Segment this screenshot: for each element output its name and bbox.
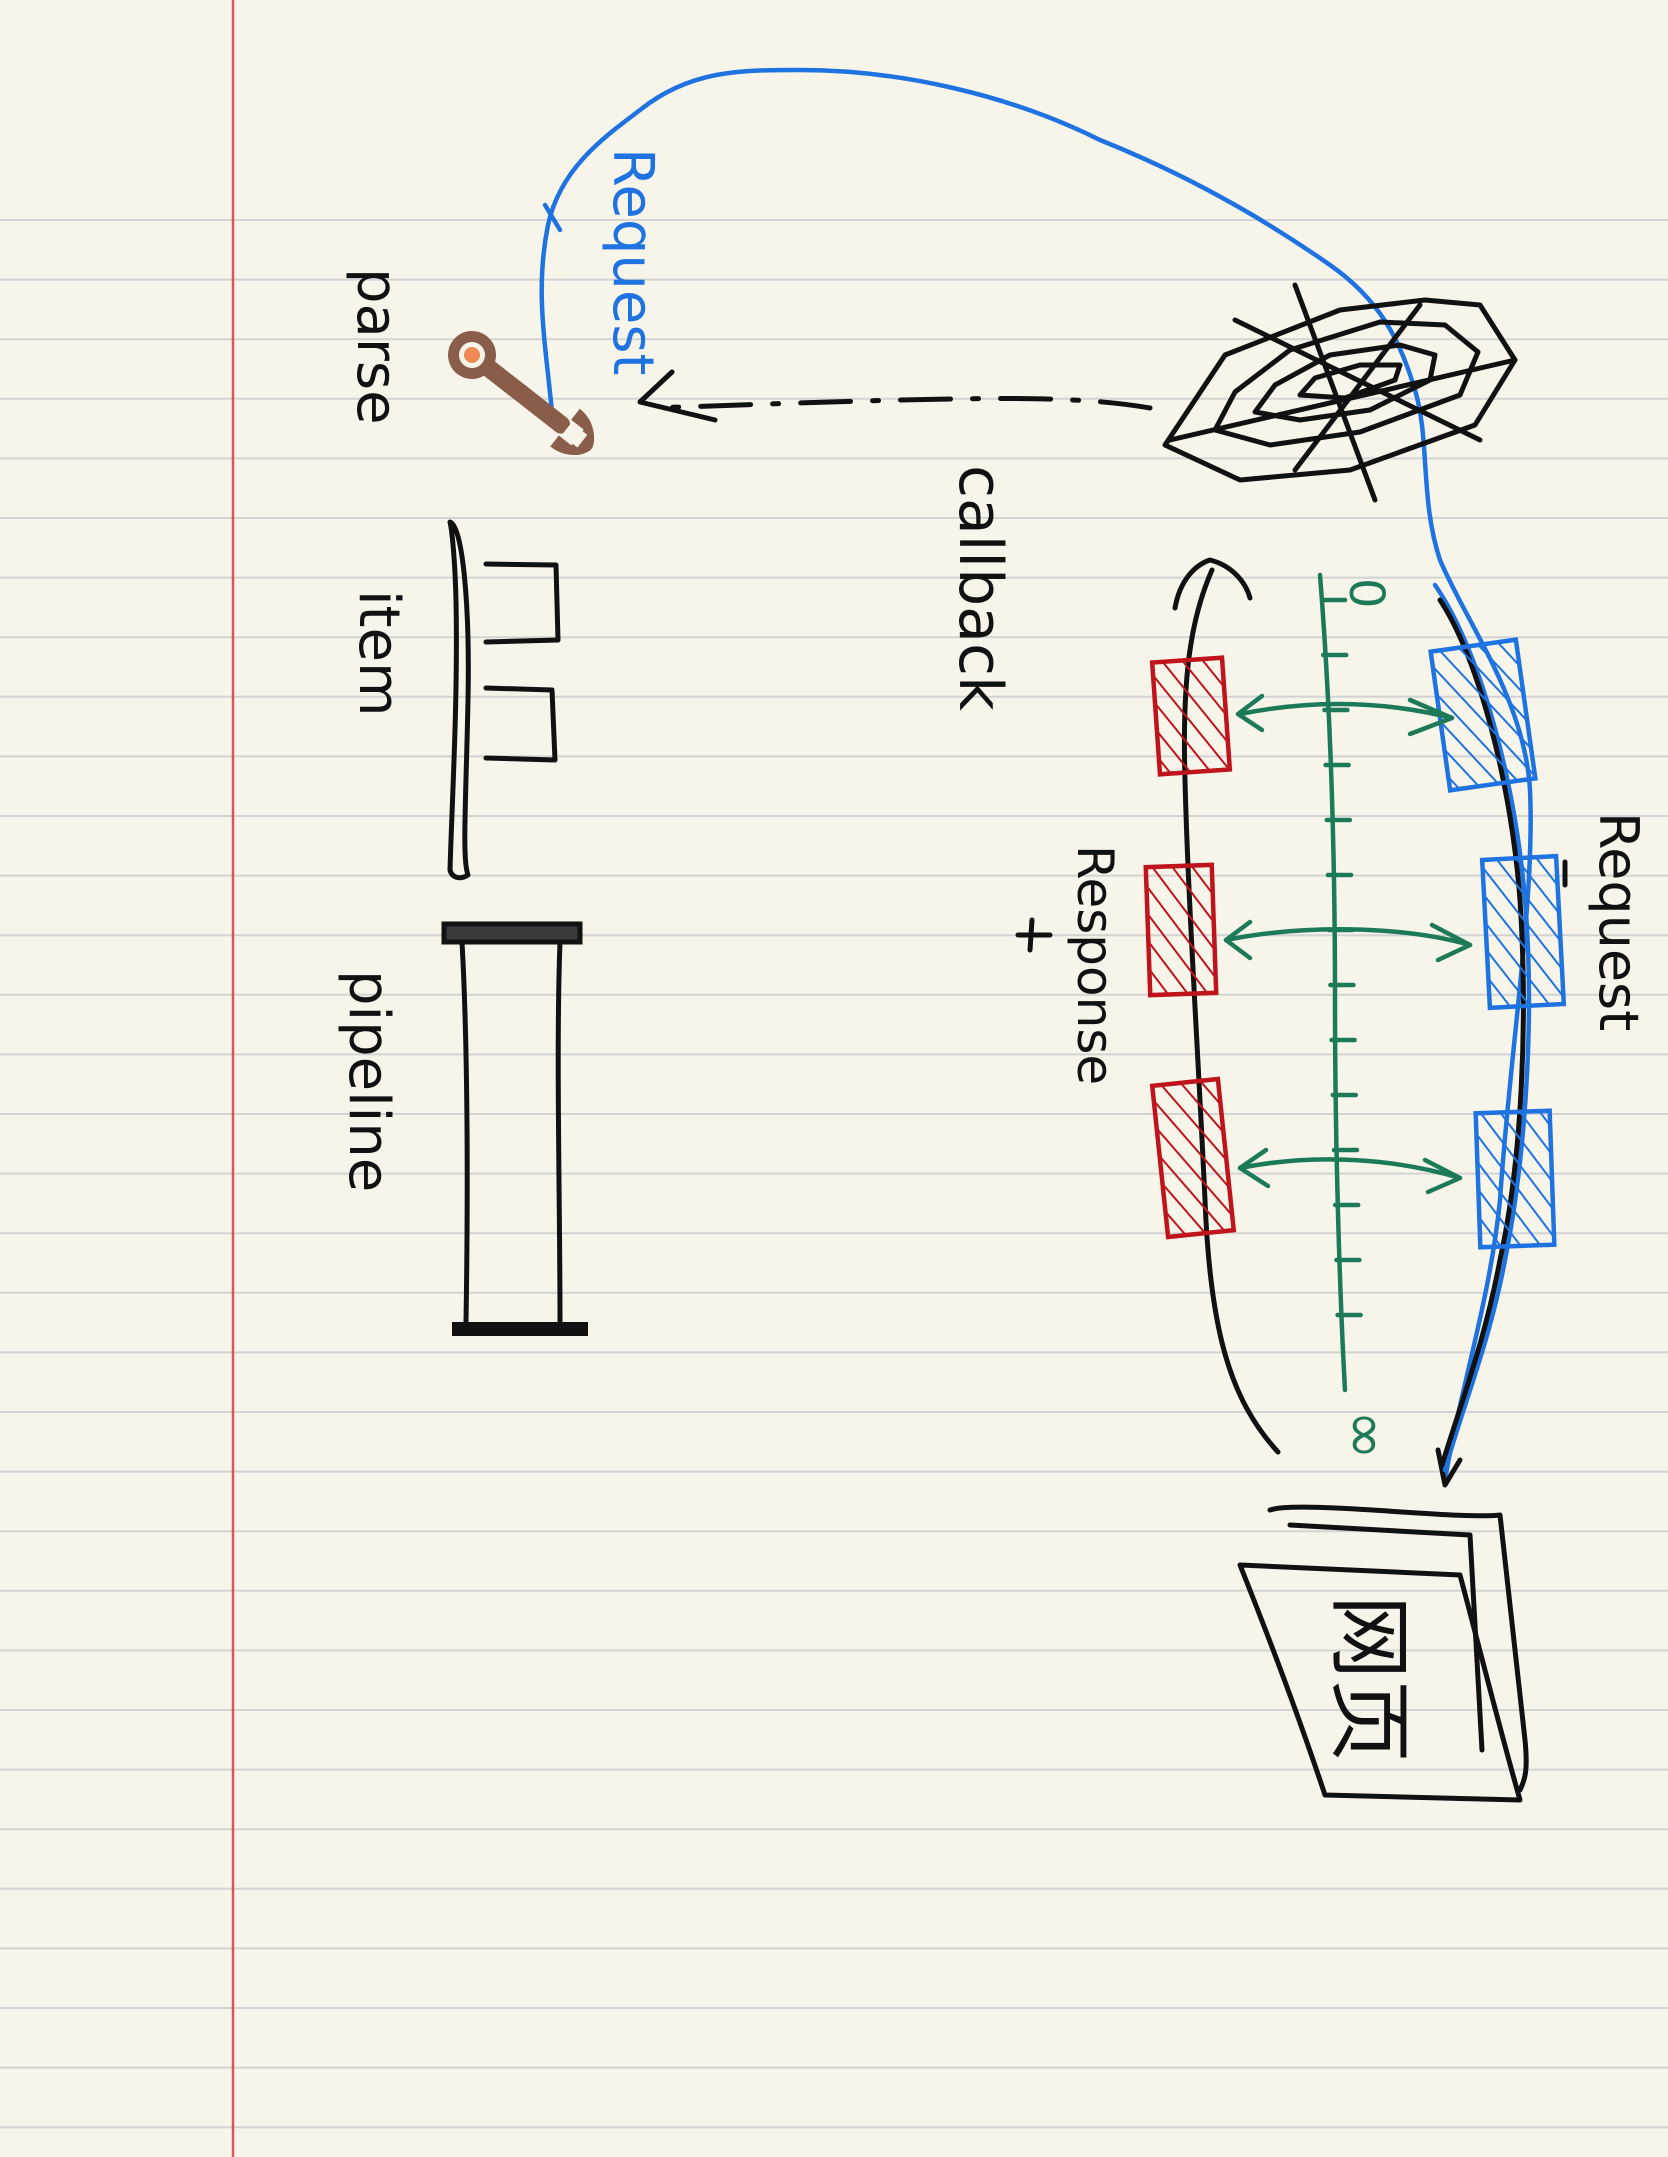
request-block	[1473, 1108, 1557, 1250]
response-label: Response	[1066, 845, 1124, 1085]
queue-end-label: ∞	[1331, 1410, 1401, 1460]
pipeline-label: pipeline	[336, 970, 401, 1192]
request-arc	[539, 67, 1533, 1483]
queue-start-label: 0	[1338, 578, 1394, 609]
item-label: item	[346, 590, 411, 717]
callback-arrow	[649, 395, 1153, 411]
parse-label: parse	[344, 268, 409, 425]
request-block	[1479, 853, 1567, 1011]
spider-web-icon	[1162, 282, 1518, 503]
item-shelf	[447, 519, 561, 881]
request-label-top: Request	[600, 148, 665, 375]
exchange-arrows	[1223, 693, 1473, 1195]
request-arc-tick	[542, 202, 563, 233]
response-block	[1143, 862, 1219, 998]
callback-label: callback	[945, 465, 1015, 711]
queue-axis	[1317, 572, 1348, 1393]
ruled-lines	[0, 219, 1668, 2129]
webpage-icon	[1237, 1504, 1529, 1803]
response-block	[1149, 1076, 1237, 1240]
webpage-label: 网页	[1320, 1595, 1418, 1763]
wrench-icon	[448, 331, 595, 456]
response-curve-arrowhead	[1172, 557, 1253, 611]
request-arrowhead-bottom	[1435, 1447, 1463, 1488]
callback-arrowhead	[637, 369, 718, 423]
response-block	[1149, 655, 1233, 777]
request-label-right: Request	[1587, 812, 1650, 1031]
response-tick	[1015, 917, 1053, 953]
pipeline-icon	[441, 921, 588, 1336]
